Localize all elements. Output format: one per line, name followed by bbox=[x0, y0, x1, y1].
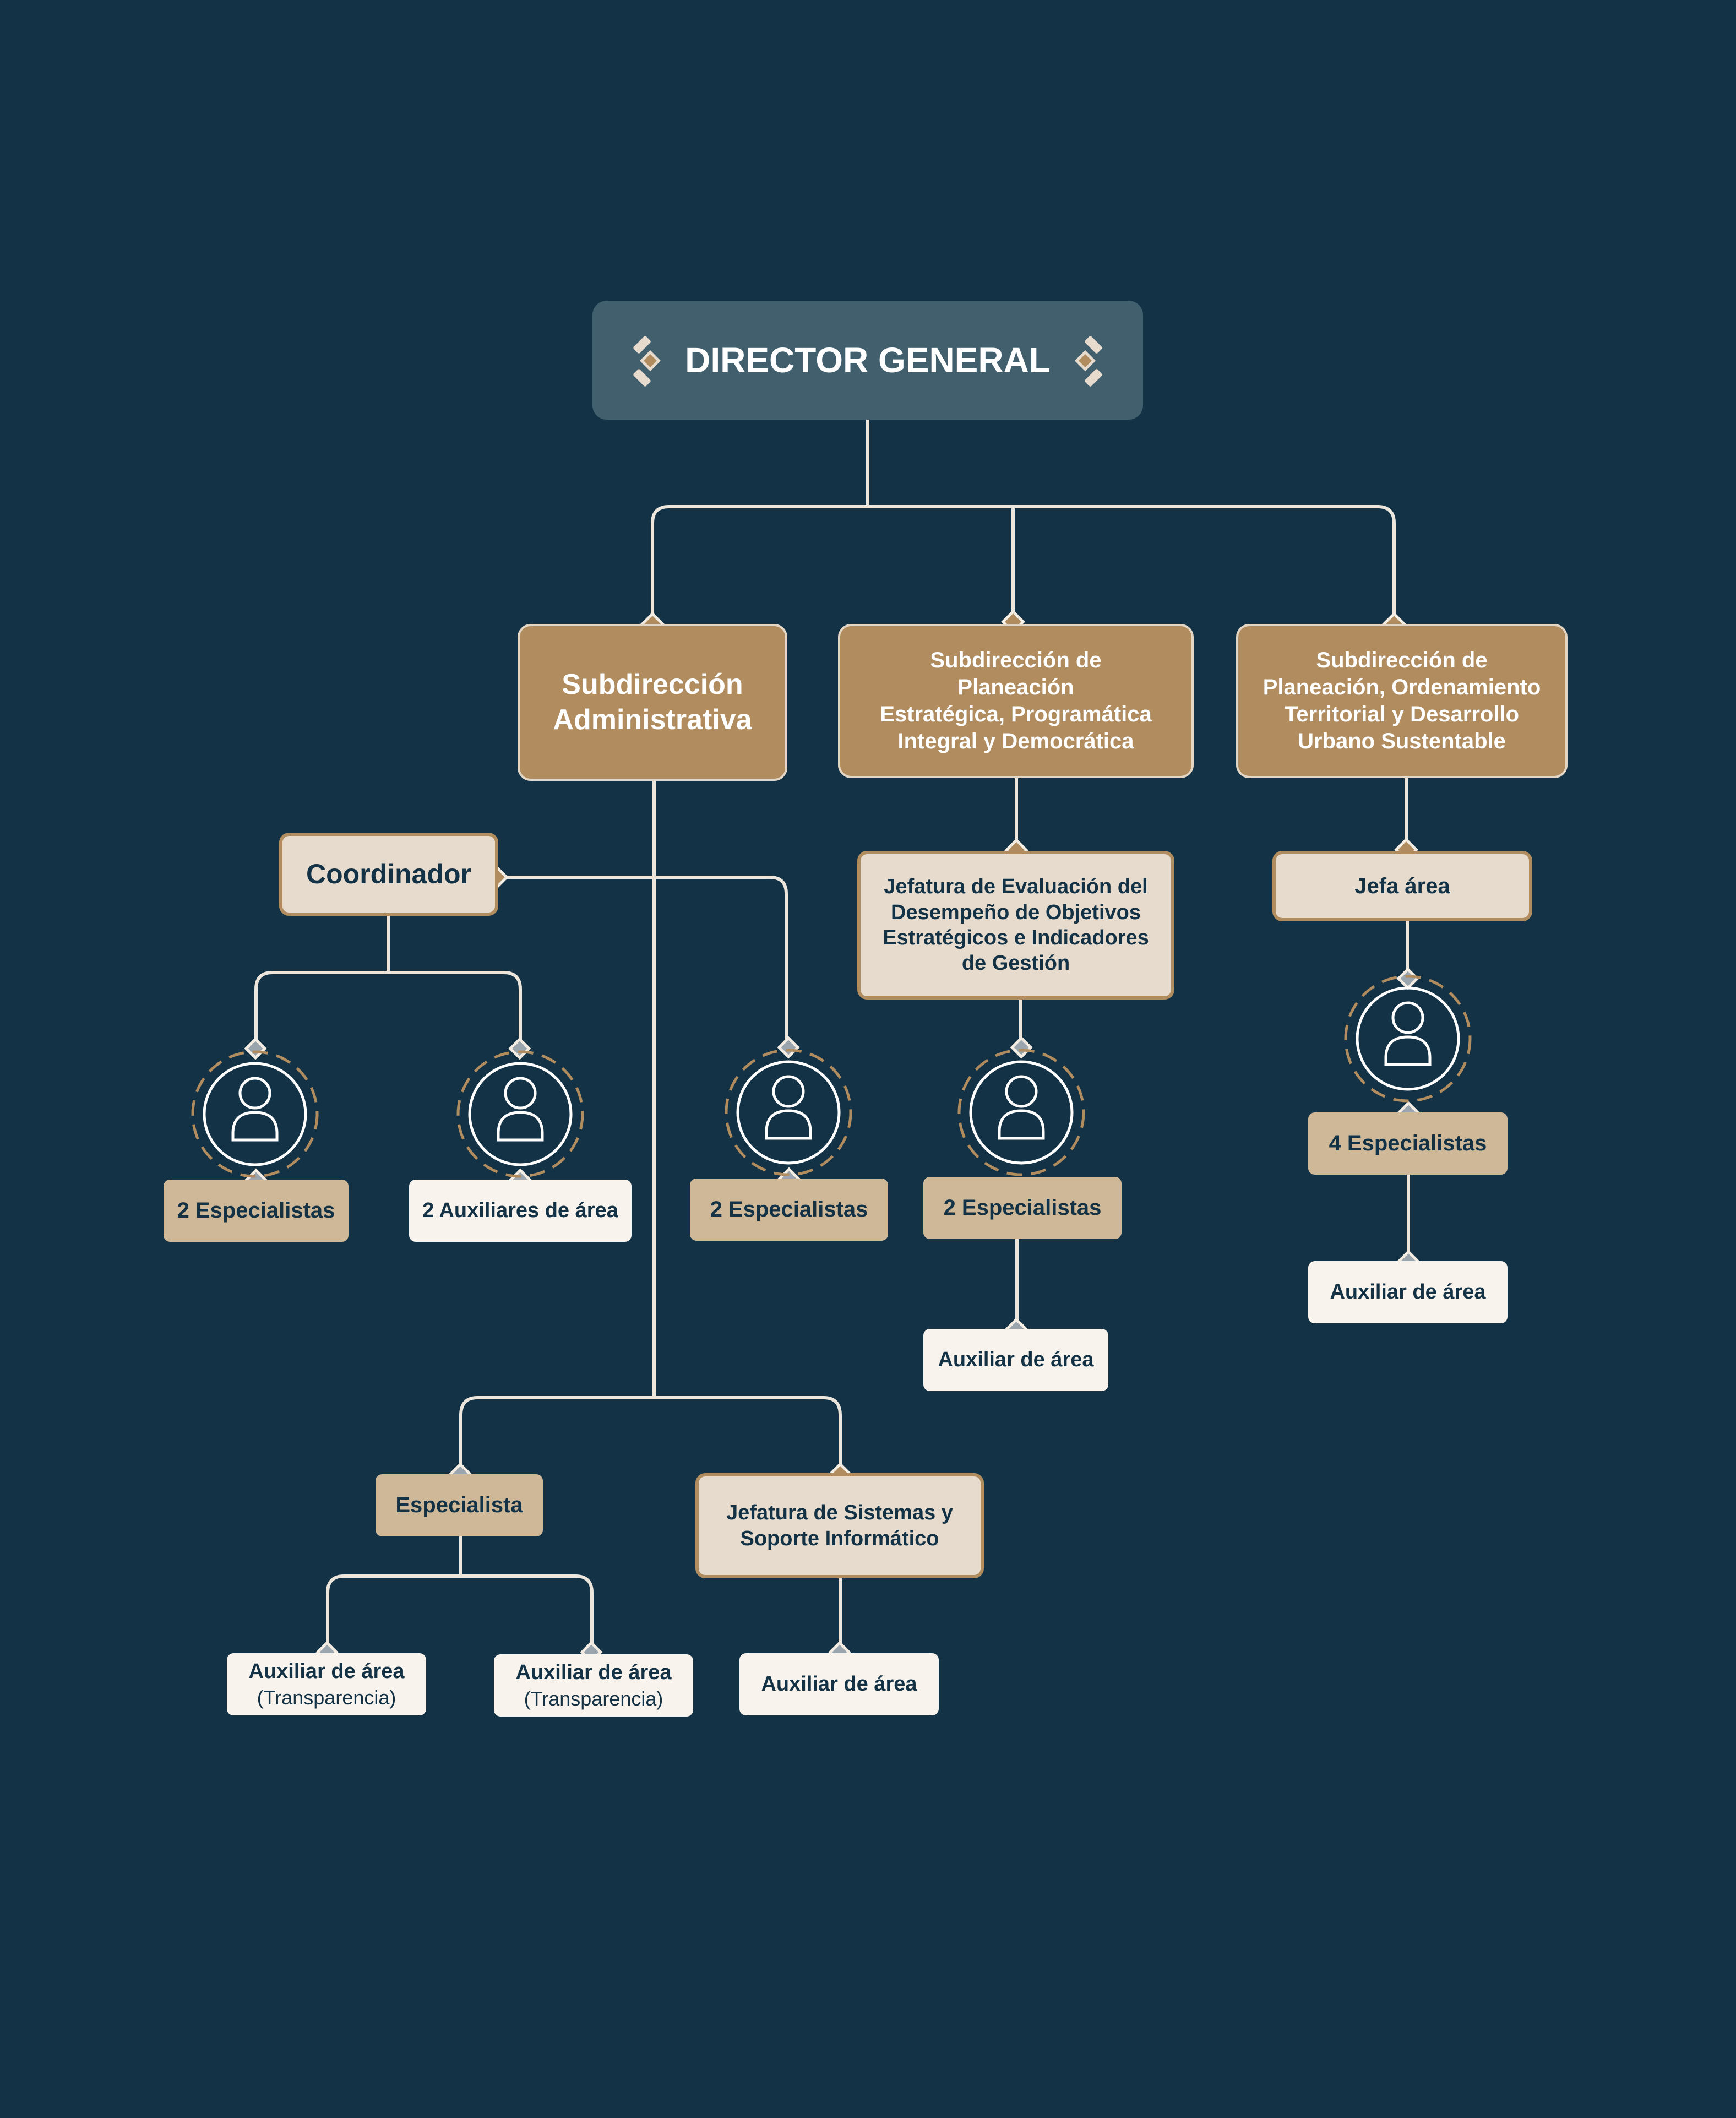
territorial-auxiliar-label: Auxiliar de área bbox=[1330, 1280, 1486, 1304]
jefatura-evaluacion-line: Estratégicos e Indicadores bbox=[883, 926, 1149, 949]
auxiliar-transparencia-title: Auxiliar de área bbox=[515, 1661, 672, 1685]
subdireccion-territorial-line: Urbano Sustentable bbox=[1298, 729, 1506, 753]
person-icon bbox=[725, 1049, 852, 1176]
person-icon bbox=[456, 1050, 584, 1178]
territorial-especialistas-box[interactable]: 4 Especialistas bbox=[1308, 1112, 1508, 1175]
director-general-label: DIRECTOR GENERAL bbox=[685, 340, 1051, 380]
jefatura-sistemas-line: Jefatura de Sistemas y bbox=[726, 1501, 953, 1525]
jefa-area-label: Jefa área bbox=[1354, 873, 1450, 898]
subdireccion-territorial-line: Planeación, Ordenamiento bbox=[1262, 675, 1541, 700]
subdireccion-planeacion-estrategica-box[interactable]: Subdirección de Planeación Estratégica, … bbox=[838, 624, 1194, 778]
person-icon bbox=[957, 1049, 1085, 1176]
subdireccion-estrategica-line: Planeación bbox=[957, 675, 1074, 700]
jefatura-sistemas-box[interactable]: Jefatura de Sistemas y Soporte Informáti… bbox=[695, 1473, 984, 1578]
jefatura-sistemas-line: Soporte Informático bbox=[740, 1527, 939, 1550]
coordinador-auxiliares-box[interactable]: 2 Auxiliares de área bbox=[409, 1180, 632, 1242]
subdireccion-estrategica-line: Integral y Democrática bbox=[897, 729, 1134, 753]
jefa-area-box[interactable]: Jefa área bbox=[1272, 851, 1532, 921]
auxiliar-transparencia-subtitle: (Transparencia) bbox=[257, 1686, 396, 1709]
jefatura-evaluacion-line: Desempeño de Objetivos bbox=[890, 900, 1141, 924]
especialista-label: Especialista bbox=[395, 1493, 523, 1517]
auxiliar-transparencia-subtitle: (Transparencia) bbox=[524, 1687, 663, 1710]
territorial-especialistas-label: 4 Especialistas bbox=[1329, 1131, 1487, 1155]
sistemas-auxiliar-label: Auxiliar de área bbox=[761, 1672, 917, 1696]
evaluacion-auxiliar-label: Auxiliar de área bbox=[938, 1348, 1094, 1371]
subdireccion-administrativa-line1: Subdirección bbox=[562, 669, 743, 701]
administrativa-especialistas-box[interactable]: 2 Especialistas bbox=[690, 1179, 888, 1241]
subdireccion-territorial-line: Subdirección de bbox=[1316, 648, 1488, 673]
jefatura-evaluacion-line: Jefatura de Evaluación del bbox=[884, 875, 1148, 899]
subdireccion-planeacion-territorial-box[interactable]: Subdirección de Planeación, Ordenamiento… bbox=[1236, 624, 1568, 778]
subdireccion-estrategica-line: Subdirección de bbox=[930, 648, 1102, 673]
subdireccion-estrategica-line: Estratégica, Programática bbox=[880, 702, 1152, 726]
administrativa-especialistas-label: 2 Especialistas bbox=[710, 1197, 868, 1221]
diamond-ornament-icon bbox=[633, 336, 661, 387]
jefatura-evaluacion-line: de Gestión bbox=[961, 952, 1070, 975]
evaluacion-especialistas-label: 2 Especialistas bbox=[943, 1196, 1102, 1220]
coordinador-especialistas-box[interactable]: 2 Especialistas bbox=[164, 1180, 349, 1242]
evaluacion-auxiliar-box[interactable]: Auxiliar de área bbox=[923, 1329, 1108, 1391]
person-icon bbox=[1344, 975, 1472, 1103]
auxiliar-transparencia-title: Auxiliar de área bbox=[248, 1660, 405, 1683]
evaluacion-especialistas-box[interactable]: 2 Especialistas bbox=[923, 1177, 1122, 1239]
subdireccion-administrativa-line2: Administrativa bbox=[553, 703, 752, 736]
coordinador-auxiliares-label: 2 Auxiliares de área bbox=[422, 1198, 618, 1222]
subdireccion-administrativa-box[interactable]: Subdirección Administrativa bbox=[518, 624, 787, 781]
director-general-box[interactable]: DIRECTOR GENERAL bbox=[592, 301, 1143, 420]
auxiliar-transparencia-box-1[interactable]: Auxiliar de área (Transparencia) bbox=[227, 1653, 426, 1715]
subdireccion-territorial-line: Territorial y Desarrollo bbox=[1284, 702, 1520, 726]
especialista-box[interactable]: Especialista bbox=[376, 1474, 543, 1536]
coordinador-label: Coordinador bbox=[306, 859, 471, 889]
auxiliar-transparencia-box-2[interactable]: Auxiliar de área (Transparencia) bbox=[494, 1654, 693, 1717]
sistemas-auxiliar-box[interactable]: Auxiliar de área bbox=[739, 1653, 939, 1715]
person-icon bbox=[191, 1050, 319, 1178]
jefatura-evaluacion-box[interactable]: Jefatura de Evaluación del Desempeño de … bbox=[857, 851, 1174, 1000]
coordinador-especialistas-label: 2 Especialistas bbox=[177, 1198, 335, 1223]
coordinador-box[interactable]: Coordinador bbox=[279, 833, 498, 916]
territorial-auxiliar-box[interactable]: Auxiliar de área bbox=[1308, 1261, 1508, 1323]
diamond-ornament-icon bbox=[1074, 336, 1102, 387]
